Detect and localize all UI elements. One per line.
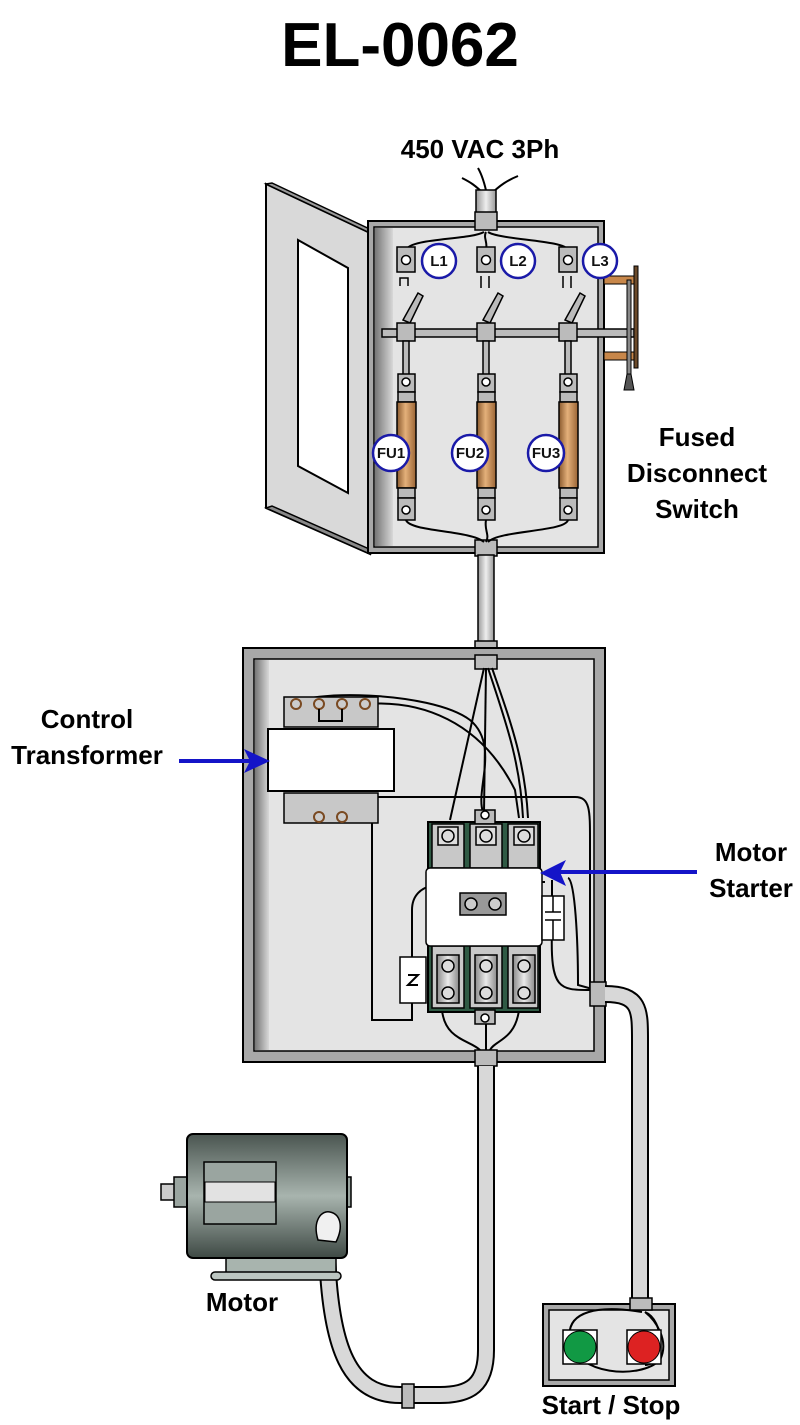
svg-text:Starter: Starter xyxy=(709,873,793,903)
tag-FU2: FU2 xyxy=(450,433,490,473)
svg-text:Disconnect: Disconnect xyxy=(627,458,767,488)
tag-L3: L3 xyxy=(581,242,619,280)
svg-text:Motor: Motor xyxy=(715,837,787,867)
svg-text:FU1: FU1 xyxy=(377,445,405,462)
svg-text:L1: L1 xyxy=(430,253,448,270)
svg-text:Fused: Fused xyxy=(659,422,736,452)
svg-text:Switch: Switch xyxy=(655,494,739,524)
conduit-disconnect-to-starter xyxy=(477,554,495,654)
control-transformer xyxy=(267,696,395,824)
motor-label: Motor xyxy=(206,1287,278,1317)
tag-FU1: FU1 xyxy=(371,433,411,473)
tag-L1: L1 xyxy=(420,242,458,280)
enclosure-door[interactable] xyxy=(263,182,379,556)
supply-label: 450 VAC 3Ph xyxy=(401,134,559,164)
pole-1 xyxy=(396,246,424,521)
starter-enclosure xyxy=(242,647,607,1063)
svg-text:Transformer: Transformer xyxy=(11,740,163,770)
control-transformer-arrow xyxy=(179,749,270,773)
conduit-starter-to-motor xyxy=(318,1049,498,1409)
pole-3 xyxy=(558,246,586,521)
svg-text:L3: L3 xyxy=(591,253,609,270)
svg-text:FU2: FU2 xyxy=(456,445,484,462)
tag-FU3: FU3 xyxy=(526,433,566,473)
svg-text:L2: L2 xyxy=(509,253,527,270)
start-stop-label: Start / Stop xyxy=(542,1390,681,1420)
motor-starter-label: Motor Starter xyxy=(709,837,793,903)
motor-starter xyxy=(399,809,565,1025)
start-button[interactable] xyxy=(562,1329,598,1365)
svg-text:Control: Control xyxy=(41,704,133,734)
tag-L2: L2 xyxy=(499,242,537,280)
motor xyxy=(160,1133,352,1281)
diagram-title: EL-0062 xyxy=(281,11,519,80)
disconnect-label: Fused Disconnect Switch xyxy=(627,422,767,524)
fused-disconnect-switch: L1 L2 L3 FU1 FU2 FU3 xyxy=(263,182,639,557)
conduit-starter-to-station xyxy=(604,985,649,1302)
stop-button[interactable] xyxy=(626,1329,662,1365)
start-stop-station xyxy=(542,1297,676,1387)
control-transformer-label: Control Transformer xyxy=(11,704,163,770)
svg-text:FU3: FU3 xyxy=(532,445,560,462)
disconnect-handle[interactable] xyxy=(603,265,639,391)
motor-starter-arrow xyxy=(540,860,697,886)
door-window xyxy=(297,238,349,495)
